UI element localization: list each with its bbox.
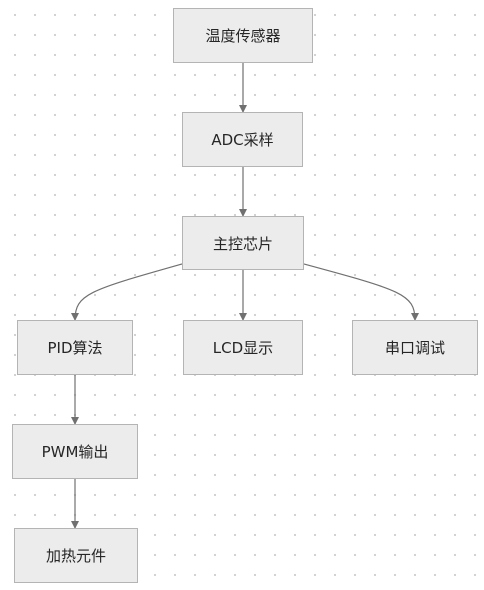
node-adc-sampling-label: ADC采样 bbox=[211, 131, 274, 149]
node-main-controller-label: 主控芯片 bbox=[212, 234, 273, 253]
node-temperature-sensor: 温度传感器 bbox=[173, 8, 313, 63]
edge-mcu-to-pid bbox=[71, 263, 183, 321]
node-pwm-output: PWM输出 bbox=[12, 424, 138, 479]
node-pid-algorithm: PID算法 bbox=[17, 320, 133, 375]
node-heating-element-label: 加热元件 bbox=[45, 547, 106, 565]
edge-mcu-to-uart bbox=[303, 263, 419, 321]
node-lcd-display: LCD显示 bbox=[183, 320, 303, 375]
node-serial-debug: 串口调试 bbox=[352, 320, 478, 375]
node-lcd-display-label: LCD显示 bbox=[212, 339, 274, 357]
node-main-controller: 主控芯片 bbox=[182, 216, 304, 270]
node-serial-debug-label: 串口调试 bbox=[384, 339, 445, 357]
node-pid-algorithm-label: PID算法 bbox=[47, 339, 103, 357]
node-pwm-output-label: PWM输出 bbox=[41, 443, 109, 461]
node-adc-sampling: ADC采样 bbox=[182, 112, 303, 167]
node-heating-element: 加热元件 bbox=[14, 528, 138, 583]
node-temperature-sensor-label: 温度传感器 bbox=[205, 27, 281, 45]
